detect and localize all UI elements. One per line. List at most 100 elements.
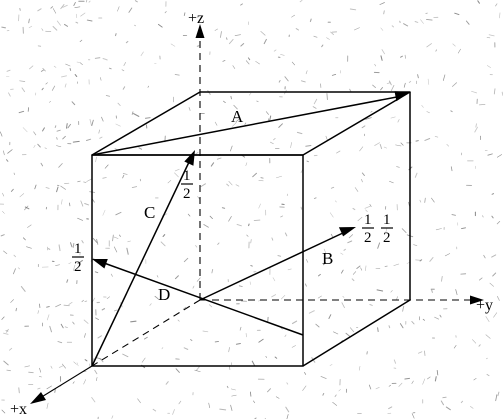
speckle <box>352 207 356 211</box>
speckle <box>41 28 44 31</box>
speckle <box>56 20 61 26</box>
speckle <box>52 8 57 14</box>
speckle <box>421 105 424 108</box>
speckle <box>165 381 169 385</box>
speckle <box>86 138 92 141</box>
speckle <box>86 19 93 22</box>
speckle <box>413 244 418 247</box>
speckle <box>196 365 201 371</box>
speckle <box>214 340 219 343</box>
speckle <box>493 312 498 318</box>
speckle <box>3 150 5 156</box>
speckle <box>235 119 239 123</box>
speckle <box>274 356 278 359</box>
speckle <box>272 277 276 282</box>
z-axis-arrowhead <box>195 24 205 38</box>
speckle <box>341 302 345 309</box>
speckle <box>276 175 282 179</box>
speckle <box>197 196 201 200</box>
speckle <box>395 144 402 147</box>
speckle <box>183 12 186 16</box>
speckle <box>157 23 163 28</box>
speckle <box>55 303 62 308</box>
speckle <box>489 282 494 287</box>
speckle <box>234 34 241 36</box>
speckle <box>117 6 120 12</box>
speckle <box>361 172 365 176</box>
speckle <box>28 25 33 29</box>
speckle <box>195 245 198 248</box>
speckle <box>91 397 96 403</box>
vector-b-arrowhead <box>338 227 356 237</box>
speckle <box>359 146 364 152</box>
speckle <box>356 265 361 269</box>
speckle <box>287 268 292 271</box>
speckle <box>236 223 242 227</box>
speckle <box>75 13 78 18</box>
fraction-c-mid: 1 2 <box>181 168 193 202</box>
speckle <box>258 203 261 209</box>
speckle <box>340 252 344 255</box>
speckle <box>51 85 56 91</box>
speckle <box>365 117 372 120</box>
speckle <box>209 215 213 219</box>
speckle <box>403 23 409 27</box>
speckle <box>152 408 157 412</box>
speckle <box>247 57 251 61</box>
speckle <box>177 319 180 322</box>
speckle <box>290 142 293 149</box>
speckle <box>28 371 34 374</box>
speckle <box>486 373 490 377</box>
speckle <box>398 382 403 387</box>
speckle <box>368 384 372 390</box>
speckle <box>162 234 166 238</box>
speckle <box>84 203 90 206</box>
speckle <box>354 187 359 192</box>
speckle <box>174 172 179 178</box>
speckle <box>216 157 222 160</box>
speckle <box>1 316 5 320</box>
speckle <box>196 277 201 282</box>
speckle <box>263 38 267 45</box>
speckle <box>105 94 111 97</box>
speckle <box>354 27 360 31</box>
speckle <box>83 319 89 324</box>
speckle <box>389 180 394 184</box>
speckle <box>122 174 125 179</box>
speckle <box>190 339 193 342</box>
speckle <box>0 234 5 237</box>
speckle <box>286 414 289 419</box>
speckle <box>415 140 419 142</box>
speckle <box>113 236 119 239</box>
speckle <box>131 111 134 115</box>
speckle <box>465 20 470 25</box>
speckle <box>270 141 274 145</box>
speckle <box>33 144 36 148</box>
speckle <box>92 238 98 243</box>
speckle <box>228 181 233 186</box>
speckle <box>320 376 327 379</box>
speckle <box>55 264 60 267</box>
speckle <box>228 216 232 222</box>
speckle <box>478 344 481 347</box>
speckle <box>305 70 308 75</box>
speckle <box>97 335 102 339</box>
speckle <box>122 173 128 175</box>
speckle <box>80 200 84 207</box>
speckle <box>453 345 457 349</box>
speckle <box>271 294 277 298</box>
speckle <box>17 267 20 270</box>
vector-a-label: A <box>231 107 244 126</box>
fraction-d-left: 1 2 <box>72 241 84 275</box>
speckle <box>83 181 87 183</box>
speckle <box>187 213 191 217</box>
speckle <box>400 55 403 58</box>
speckle <box>305 144 312 147</box>
speckle <box>313 197 317 199</box>
speckle <box>334 200 337 203</box>
speckle <box>0 131 3 137</box>
speckle <box>154 295 159 300</box>
speckle <box>7 149 13 154</box>
speckle <box>348 234 353 239</box>
speckle <box>172 409 175 415</box>
